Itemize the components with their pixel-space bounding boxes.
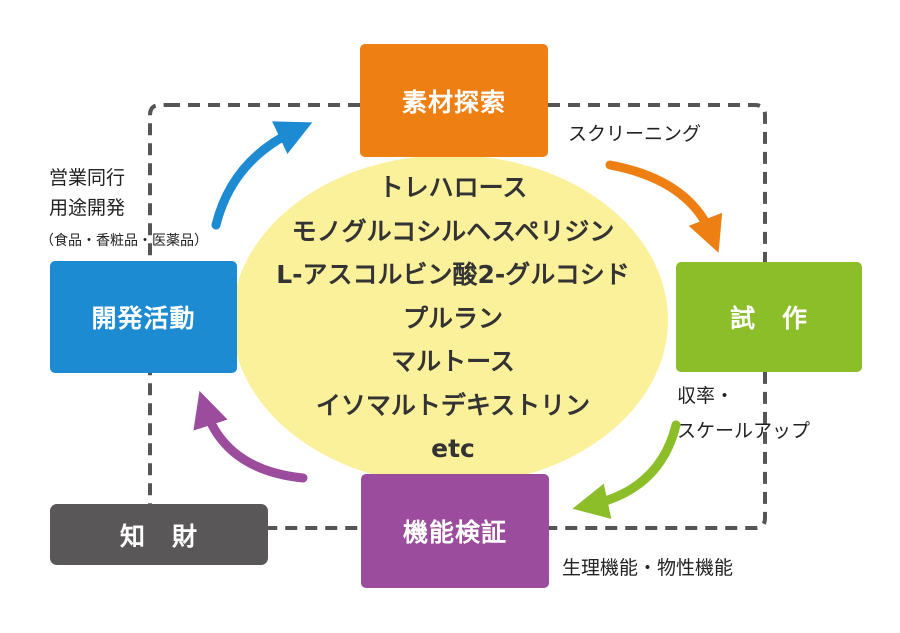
label-application-development: 用途開発	[49, 197, 126, 219]
arrow-development-to-explore	[211, 121, 313, 230]
box-material-exploration: 素材探索	[360, 44, 548, 157]
product-list: トレハロース モノグルコシルヘスペリジン L-アスコルビン酸2-グルコシド プル…	[254, 166, 652, 471]
product-item: etc	[431, 434, 475, 463]
product-item: プルラン	[402, 303, 503, 333]
arrow-prototype-to-verify	[572, 420, 681, 519]
box-function-verification: 機能検証	[361, 474, 549, 588]
product-item: マルトース	[391, 347, 515, 376]
label-sales-accompany: 営業同行	[49, 167, 126, 189]
label-application-fields: （食品・香粧品・医薬品）	[40, 233, 208, 249]
box-intellectual-property: 知 財	[50, 504, 268, 565]
product-item: イソマルトデキストリン	[315, 390, 591, 420]
label-physiological-function: 生理機能・物性機能	[562, 557, 734, 579]
box-development-activities: 開発活動	[50, 261, 237, 373]
product-item: トレハロース	[378, 173, 528, 202]
label-yield: 収率・	[677, 385, 735, 407]
product-item: モノグルコシルヘスペリジン	[291, 216, 615, 246]
arrow-explore-to-prototype	[605, 160, 723, 253]
box-prototype: 試 作	[676, 262, 862, 372]
product-item: L-アスコルビン酸2-グルコシド	[276, 260, 630, 289]
label-scale-up: スケールアップ	[677, 420, 811, 442]
arrow-verify-to-development	[193, 390, 308, 483]
label-screening: スクリーニング	[568, 123, 702, 145]
product-ellipse	[232, 155, 668, 485]
dashed-loop	[148, 103, 767, 530]
